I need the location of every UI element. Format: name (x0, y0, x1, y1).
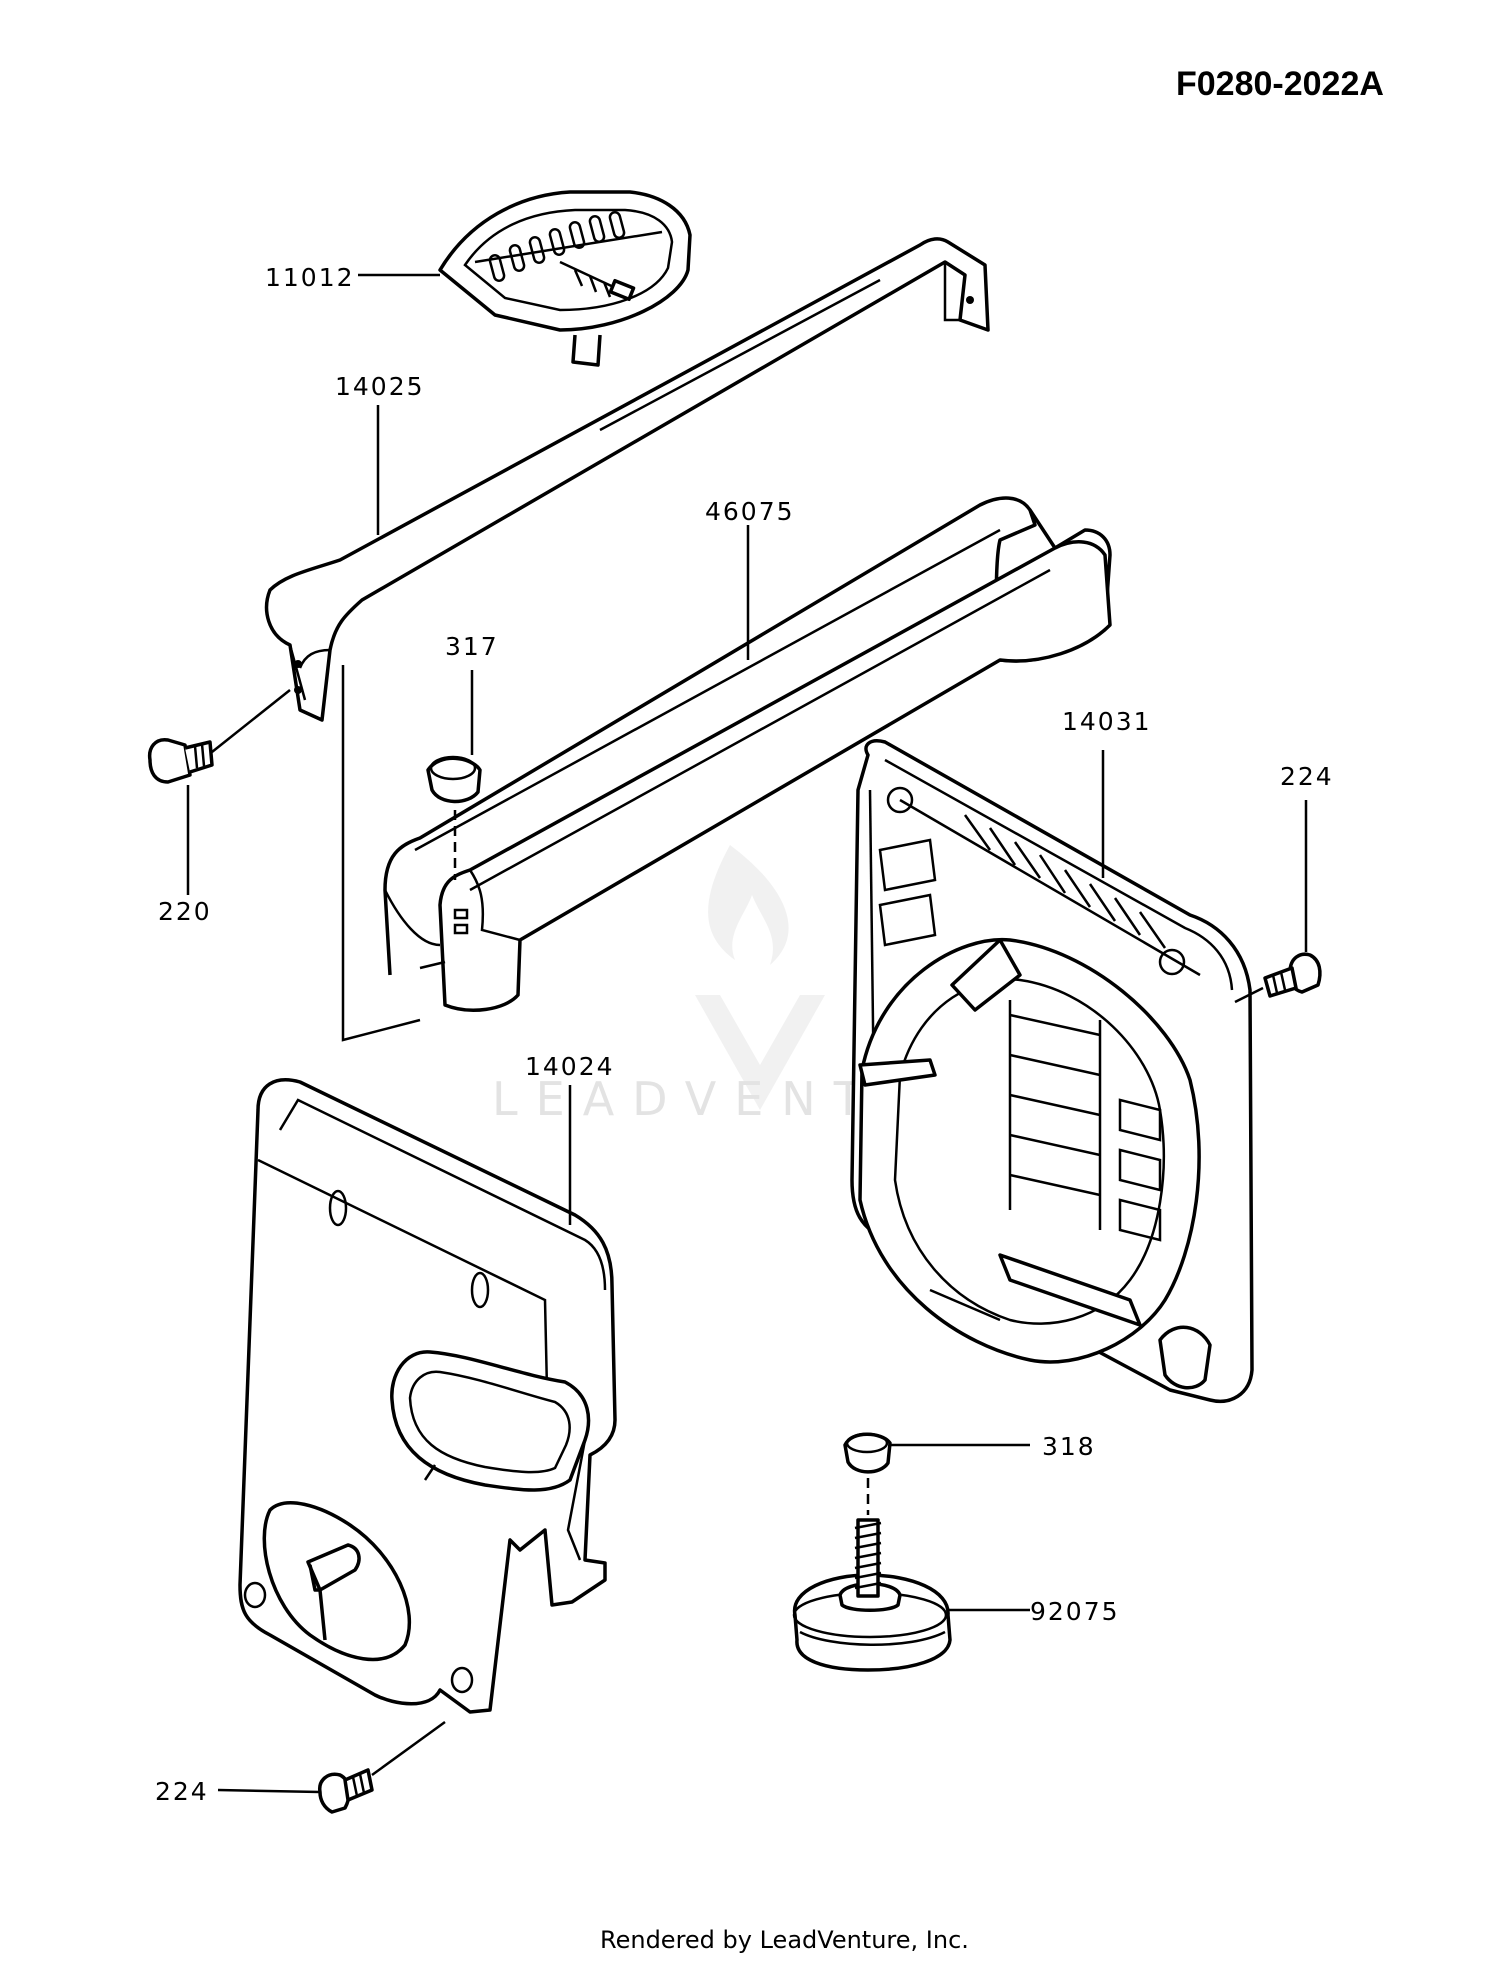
label-14025: 14025 (335, 372, 425, 401)
label-92075: 92075 (1030, 1597, 1120, 1626)
label-46075: 46075 (705, 497, 795, 526)
footer-credit: Rendered by LeadVenture, Inc. (600, 1926, 969, 1954)
part-224-bottom-screw (318, 1768, 374, 1814)
label-317: 317 (445, 632, 499, 661)
leader-224-bottom-axis (371, 1720, 446, 1777)
cap-vent-slots (488, 211, 626, 282)
part-46075-handle-rail (383, 496, 1112, 1012)
leader-220-axis (211, 689, 291, 753)
label-14024: 14024 (525, 1052, 615, 1081)
label-224-right: 224 (1280, 762, 1334, 791)
leader-224-right-axis (1234, 986, 1264, 1004)
label-14031: 14031 (1062, 707, 1152, 736)
part-317-nut (426, 755, 482, 804)
watermark-logo-icon (695, 845, 825, 1110)
part-14025-top-bracket (264, 237, 990, 722)
leader-224-bottom (217, 1788, 321, 1794)
housing-grille-slots (1008, 1000, 1102, 1230)
part-92075-damper (792, 1518, 952, 1672)
part-14031-fan-housing (850, 739, 1254, 1403)
label-220: 220 (158, 897, 212, 926)
housing-vent-fins (878, 814, 1167, 949)
part-224-right-screw (1263, 952, 1322, 998)
label-318: 318 (1042, 1432, 1096, 1461)
label-11012: 11012 (265, 263, 355, 292)
part-220-screw (147, 738, 214, 784)
pin-line-14025 (341, 665, 421, 1042)
part-14024-shroud (238, 1078, 617, 1714)
diagram-code: F0280-2022A (1176, 65, 1384, 103)
part-318-nut (843, 1432, 892, 1474)
thread-lines (854, 1521, 882, 1590)
spark-plug-icon (559, 260, 636, 302)
label-224-bottom: 224 (155, 1777, 209, 1806)
part-11012-cap (438, 190, 692, 367)
